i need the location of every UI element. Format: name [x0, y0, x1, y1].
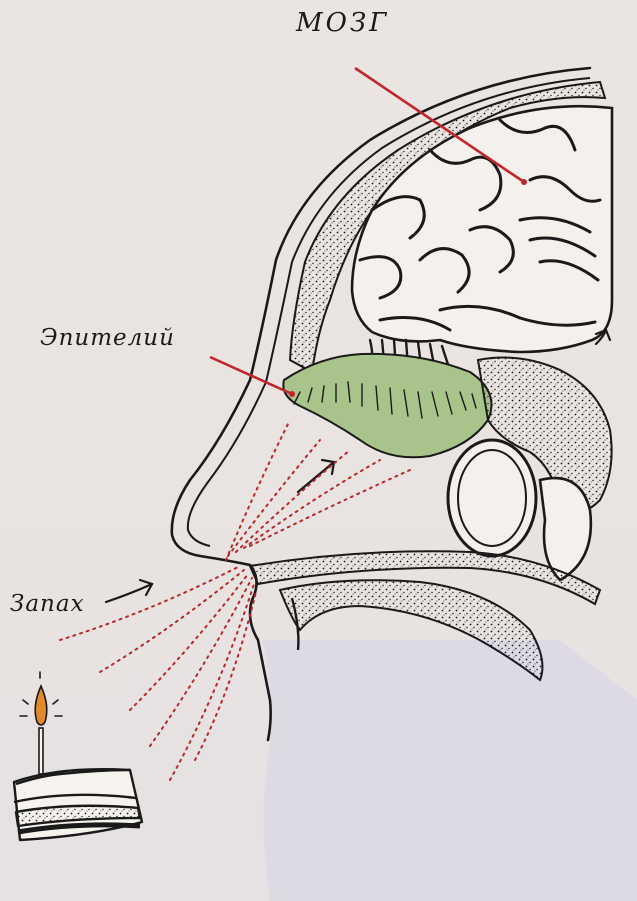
epithelium-label: Эпителий — [40, 325, 175, 351]
tooth-line — [290, 597, 300, 651]
neck-shadow — [262, 640, 637, 901]
face-profile-line — [170, 66, 592, 742]
airflow-arrow — [296, 458, 336, 494]
nasal-turbinate — [446, 438, 538, 558]
smell-label: Запах — [10, 591, 85, 617]
olfactory-epithelium — [282, 352, 493, 459]
hard-palate — [248, 550, 602, 606]
oral-cavity — [278, 579, 544, 682]
nasal-turbinate-right — [538, 476, 593, 582]
smell-arrow — [104, 578, 154, 604]
brain-pointer-line — [354, 66, 525, 184]
cake-slice — [12, 768, 144, 842]
brain-label: МОЗГ — [296, 8, 390, 38]
candle — [19, 671, 63, 775]
epithelium-pointer-line — [209, 355, 293, 396]
flame-icon — [34, 684, 48, 726]
scent-particles — [59, 419, 411, 781]
epithelium-hairs — [293, 381, 477, 419]
brain-folds — [358, 118, 602, 332]
skin-inner-line — [186, 77, 591, 547]
nasal-tissue-upper — [476, 356, 613, 515]
brain-outline — [350, 104, 614, 354]
signal-arrow — [594, 328, 612, 346]
